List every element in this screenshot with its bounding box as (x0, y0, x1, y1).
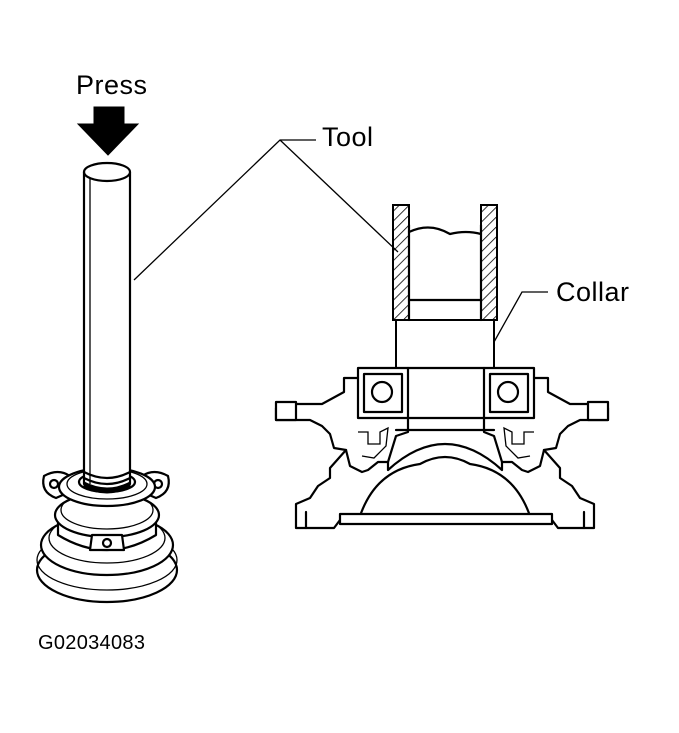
tool-wall-left (392, 204, 410, 321)
tool-label: Tool (322, 122, 374, 152)
collar-leader-line (493, 291, 548, 343)
tool-wall-right (480, 204, 498, 321)
tool-leader-lines (133, 139, 399, 281)
tool-cylinder (82, 161, 132, 494)
collar-section (395, 319, 495, 369)
hub-cross-section (274, 204, 610, 530)
hub-base-3d (35, 466, 179, 604)
press-label: Press (76, 70, 148, 100)
figure-id: G02034083 (38, 632, 146, 654)
collar-label: Collar (556, 277, 630, 307)
press-arrow-icon (76, 106, 140, 156)
